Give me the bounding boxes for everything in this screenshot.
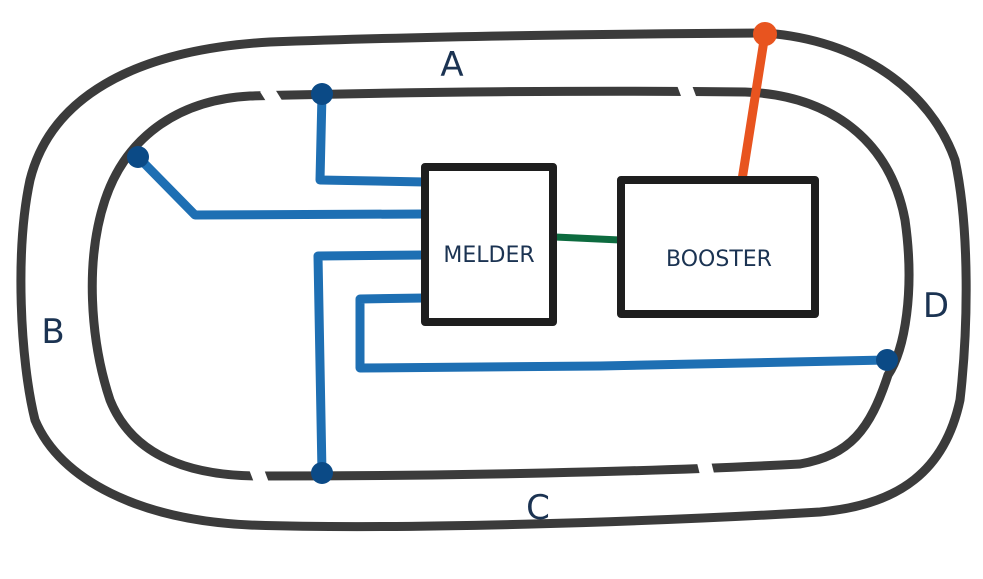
node-section-c	[311, 462, 333, 484]
node-section-b	[127, 146, 149, 168]
wire-melder-to-section-b	[133, 152, 430, 220]
inner-track-gap-top-right	[677, 81, 697, 103]
booster-box[interactable]: BOOSTER	[617, 176, 819, 318]
node-section-d	[876, 349, 898, 371]
wire-booster-to-outer-track	[737, 29, 770, 185]
inner-track-gap-bottom-right	[697, 460, 715, 480]
wire-melder-to-section-d	[355, 293, 892, 373]
booster-label: BOOSTER	[666, 247, 772, 272]
node-outer-track	[753, 22, 777, 46]
melder-box[interactable]: MELDER	[421, 163, 557, 326]
inner-track-gap-top-left	[260, 84, 282, 108]
melder-box-frame	[421, 163, 557, 326]
inner-track	[87, 86, 914, 481]
wire-melder-to-booster	[551, 233, 624, 244]
section-label-d: D	[923, 286, 949, 326]
section-label-c: C	[526, 488, 550, 528]
inner-track-gap-bottom-left	[249, 465, 269, 487]
section-label-a: A	[440, 45, 463, 85]
outer-track	[16, 28, 971, 532]
node-section-a	[311, 83, 333, 105]
booster-box-frame	[617, 176, 819, 318]
melder-label: MELDER	[443, 243, 534, 268]
wire-melder-to-section-c	[313, 250, 430, 478]
section-label-b: B	[41, 312, 64, 352]
wire-melder-to-section-a	[315, 89, 430, 187]
